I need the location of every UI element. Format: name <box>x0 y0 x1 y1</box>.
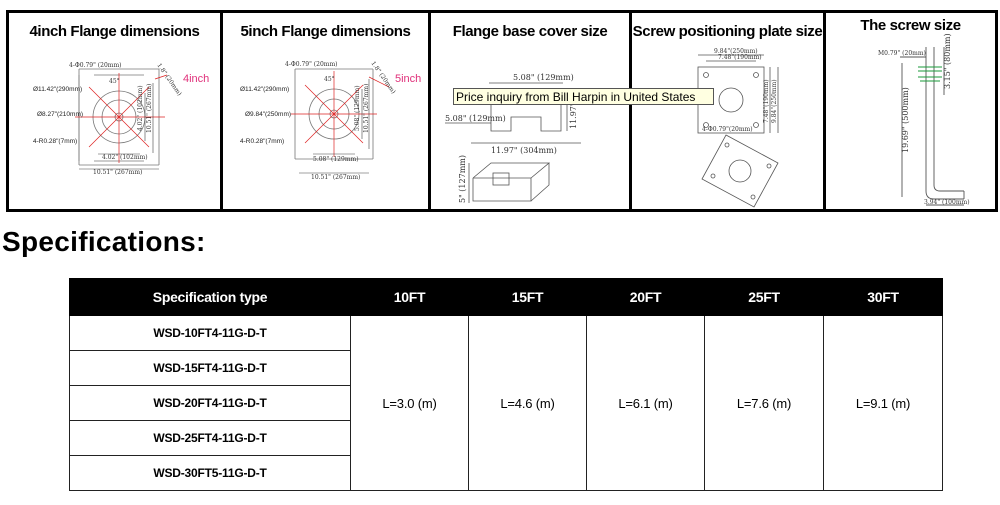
screw-dim-thread-length: 3.15" (80mm) <box>943 33 952 89</box>
flange-4inch-dim-bottom2: 10.51" (267mm) <box>93 169 142 176</box>
flange-4inch-dim-side1: 4.02" (102mm) <box>137 85 144 131</box>
flange-4inch-size-label: 4inch <box>183 73 209 85</box>
spec-type-cell: WSD-15FT4-11G-D-T <box>69 350 351 386</box>
length-25ft-cell: L=7.6 (m) <box>704 315 824 491</box>
flange-5inch-angle: 45° <box>324 76 335 83</box>
plate-dim-top1: 9.84"(250mm) <box>714 48 758 55</box>
header-20ft: 20FT <box>586 278 705 316</box>
table-row: WSD-25FT4-11G-D-T <box>69 420 943 456</box>
screw-dim-foot: 3.94" (100mm) <box>924 199 970 206</box>
flange-4inch-dim-inner: Ø8.27"(210mm) <box>37 111 83 118</box>
plate-dim-top2: 7.48"(190mm) <box>718 54 762 61</box>
plate-dim-right1: 7.48"(190mm) <box>763 79 770 123</box>
length-20ft-cell: L=6.1 (m) <box>586 315 705 491</box>
flange-5inch-dim-corner: 1.8" (20mm) <box>369 60 396 95</box>
length-15ft-cell: L=4.6 (m) <box>468 315 587 491</box>
flange-4inch-dim-side2: 10.51" (267mm) <box>146 84 153 133</box>
flange-5inch-dim-side2: 10.51" (267mm) <box>363 84 370 133</box>
price-inquiry-tooltip: Price inquiry from Bill Harpin in United… <box>453 88 714 105</box>
flange-4inch-dim-top: 4-Φ0.79" (20mm) <box>69 62 122 69</box>
cover-dim-height: 5" (127mm) <box>458 155 467 203</box>
header-25ft: 25FT <box>704 278 824 316</box>
diagram-strip: 4inch Flange dimensions <box>6 10 998 212</box>
plate-drawing: 9.84"(250mm) 7.48"(190mm) 7.48"(190mm) 9… <box>697 48 779 208</box>
plate-dim-right2: 9.84"(250mm) <box>771 79 778 123</box>
flange-5inch-dim-top: 4-Φ0.79" (20mm) <box>285 61 338 68</box>
cover-dim-left: 5.08" (129mm) <box>445 114 506 123</box>
flange-5inch-dim-outer: Ø11.42"(290mm) <box>240 86 289 93</box>
header-spec-type: Specification type <box>69 278 351 316</box>
table-row: WSD-20FT4-11G-D-T <box>69 385 943 421</box>
flange-4inch-dim-radius: 4-R0.28"(7mm) <box>33 138 77 145</box>
table-row: WSD-10FT4-11G-D-T L=3.0 (m) L=4.6 (m) L=… <box>69 315 943 491</box>
spec-type-cell: WSD-10FT4-11G-D-T <box>69 315 351 351</box>
flange-4inch-dim-bottom1: 4.02" (102mm) <box>102 154 148 161</box>
flange-5inch-dim-radius: 4-R0.28"(7mm) <box>240 138 284 145</box>
screw-drawing: M0.79" (20mm) 3.15" (80mm) 19.69" (500mm… <box>878 33 970 206</box>
flange-4inch-dim-outer: Ø11.42"(290mm) <box>33 86 82 93</box>
spec-type-cell: WSD-25FT4-11G-D-T <box>69 420 351 456</box>
table-row: WSD-15FT4-11G-D-T <box>69 350 943 386</box>
screw-dim-thread: M0.79" (20mm) <box>878 50 926 57</box>
specifications-heading: Specifications: <box>2 226 206 257</box>
flange-4inch-dim-corner: 1.8" (20mm) <box>155 62 182 97</box>
length-10ft-cell: L=3.0 (m) <box>350 315 469 491</box>
cover-dim-right: 11.97" <box>569 102 578 129</box>
header-15ft: 15FT <box>468 278 587 316</box>
table-row: WSD-30FT5-11G-D-T <box>69 455 943 491</box>
flange-5inch-dim-side1: 5.08" (129mm) <box>354 85 361 131</box>
length-30ft-cell: L=9.1 (m) <box>823 315 943 491</box>
cover-dim-bottom: 11.97" (304mm) <box>491 146 557 155</box>
flange-5inch-size-label: 5inch <box>395 73 421 85</box>
flange-5inch-panel: 5inch Flange dimensions <box>223 13 428 209</box>
plate-title: Screw positioning plate size <box>632 23 823 40</box>
plate-dim-hole: 4-Φ0.79"(20mm) <box>702 126 753 133</box>
spec-type-cell: WSD-30FT5-11G-D-T <box>69 455 351 491</box>
header-10ft: 10FT <box>350 278 469 316</box>
cover-panel: Flange base cover size 5.08" (129mm) 5.0… <box>431 13 629 209</box>
cover-dim-top: 5.08" (129mm) <box>513 73 574 82</box>
table-header-row: Specification type 10FT 15FT 20FT 25FT 3… <box>69 278 943 316</box>
flange-4inch-panel: 4inch Flange dimensions <box>9 13 220 209</box>
flange-4inch-drawing: 4-Φ0.79" (20mm) 1.8" (20mm) 45° 4inch Ø1… <box>33 62 209 176</box>
screw-dim-length: 19.69" (500mm) <box>901 87 910 153</box>
cover-title: Flange base cover size <box>452 23 608 40</box>
header-30ft: 30FT <box>823 278 943 316</box>
flange-5inch-dim-bottom1: 5.08" (129mm) <box>313 156 359 163</box>
flange-5inch-dim-inner: Ø9.84"(250mm) <box>245 111 291 118</box>
flange-5inch-title: 5inch Flange dimensions <box>240 23 411 40</box>
flange-5inch-drawing: 4-Φ0.79" (20mm) 1.8" (20mm) 45° 5inch Ø1… <box>240 60 421 181</box>
screw-panel: The screw size M0.79" (20mm) 3.15" (80 <box>826 13 995 209</box>
flange-4inch-title: 4inch Flange dimensions <box>29 23 200 40</box>
screw-title: The screw size <box>860 17 961 34</box>
flange-5inch-dim-bottom2: 10.51" (267mm) <box>311 174 360 181</box>
plate-panel: Screw positioning plate size 9. <box>632 13 823 209</box>
specifications-table: Specification type 10FT 15FT 20FT 25FT 3… <box>69 278 943 491</box>
cover-drawing: 5.08" (129mm) 5.08" (129mm) 11.97" 11.97… <box>445 73 581 203</box>
flange-4inch-angle: 45° <box>109 78 120 85</box>
spec-type-cell: WSD-20FT4-11G-D-T <box>69 385 351 421</box>
